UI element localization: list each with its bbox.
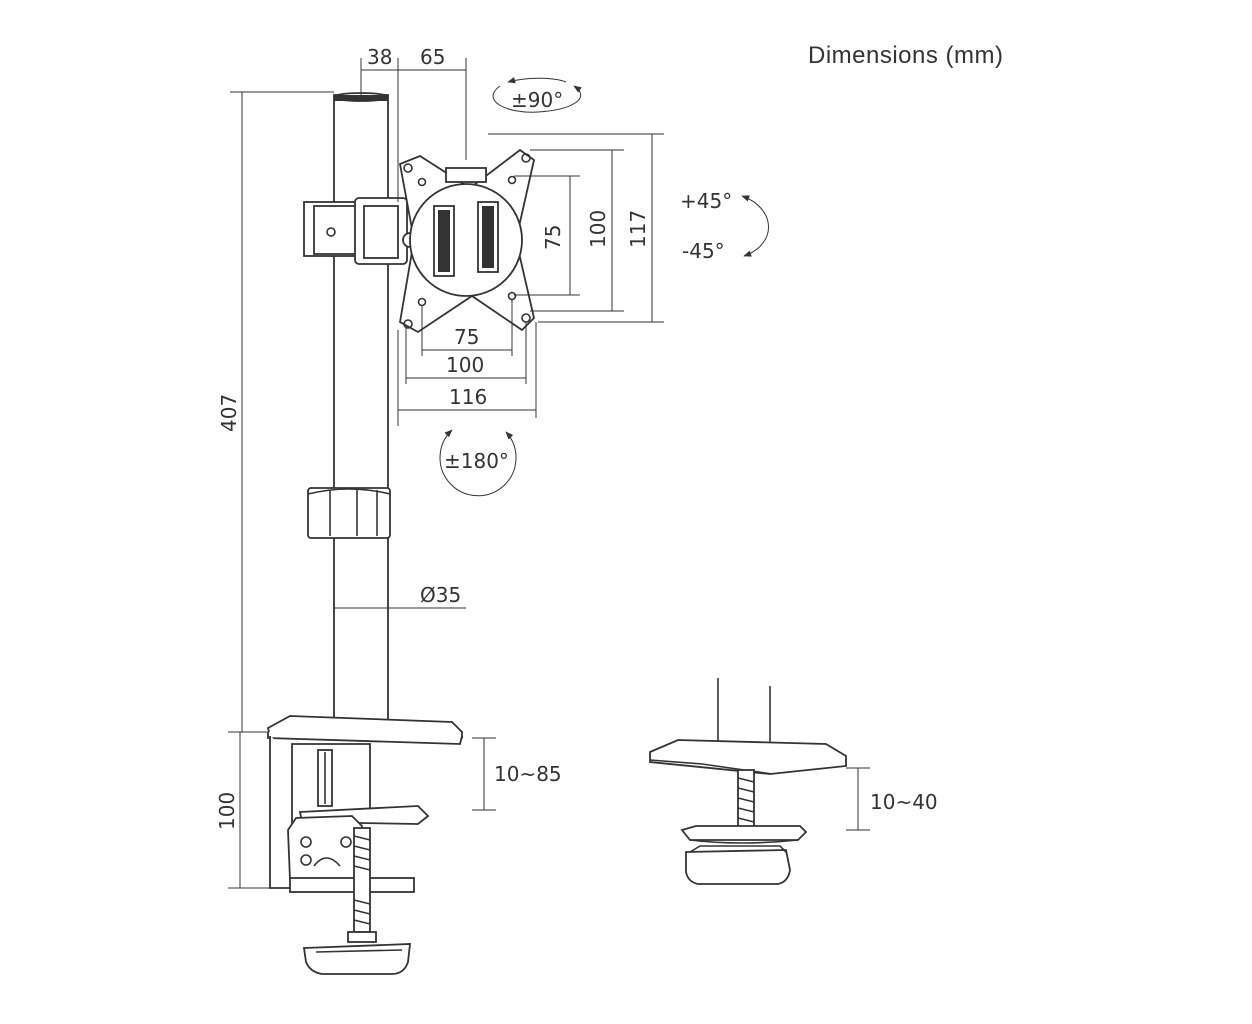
pole-diameter-label: Ø35 xyxy=(420,583,461,607)
total-height-label: 407 xyxy=(217,394,241,432)
plate-height-label: 117 xyxy=(626,210,650,248)
tilt-down-label: -45° xyxy=(682,239,725,263)
grommet-range-label: 10~40 xyxy=(870,790,938,814)
pole xyxy=(333,92,389,721)
vesa-plate xyxy=(398,148,536,334)
desk-clamp xyxy=(266,715,463,975)
top-offset-dimension xyxy=(360,58,467,202)
grommet-mount xyxy=(649,678,847,885)
clamp-range-dimension xyxy=(472,737,496,811)
vesa-vertical-dimensions xyxy=(488,133,664,323)
grommet-range-dimension xyxy=(846,767,870,831)
swivel-label: ±90° xyxy=(511,88,563,112)
swivel-arrow xyxy=(492,77,582,113)
vesa-h-small-label: 75 xyxy=(454,325,479,349)
top-offset-b-label: 65 xyxy=(420,45,445,69)
total-height-dimension xyxy=(230,91,334,732)
cable-clip xyxy=(307,487,391,539)
plate-width-label: 116 xyxy=(449,385,487,409)
clamp-range-label: 10~85 xyxy=(494,762,562,786)
top-offset-a-label: 38 xyxy=(367,45,392,69)
tilt-up-label: +45° xyxy=(680,189,732,213)
arm-collar xyxy=(303,197,418,265)
clamp-height-label: 100 xyxy=(215,792,239,830)
vesa-horizontal-dimensions xyxy=(397,300,537,426)
clamp-height-dimension xyxy=(228,731,290,889)
vesa-v-large-label: 100 xyxy=(586,210,610,248)
vesa-v-small-label: 75 xyxy=(541,225,565,250)
rotation-label: ±180° xyxy=(444,449,509,473)
rotation-arrow xyxy=(439,429,517,497)
tilt-arrow xyxy=(741,195,769,257)
diagram-title: Dimensions (mm) xyxy=(808,42,1004,69)
vesa-h-large-label: 100 xyxy=(446,353,484,377)
